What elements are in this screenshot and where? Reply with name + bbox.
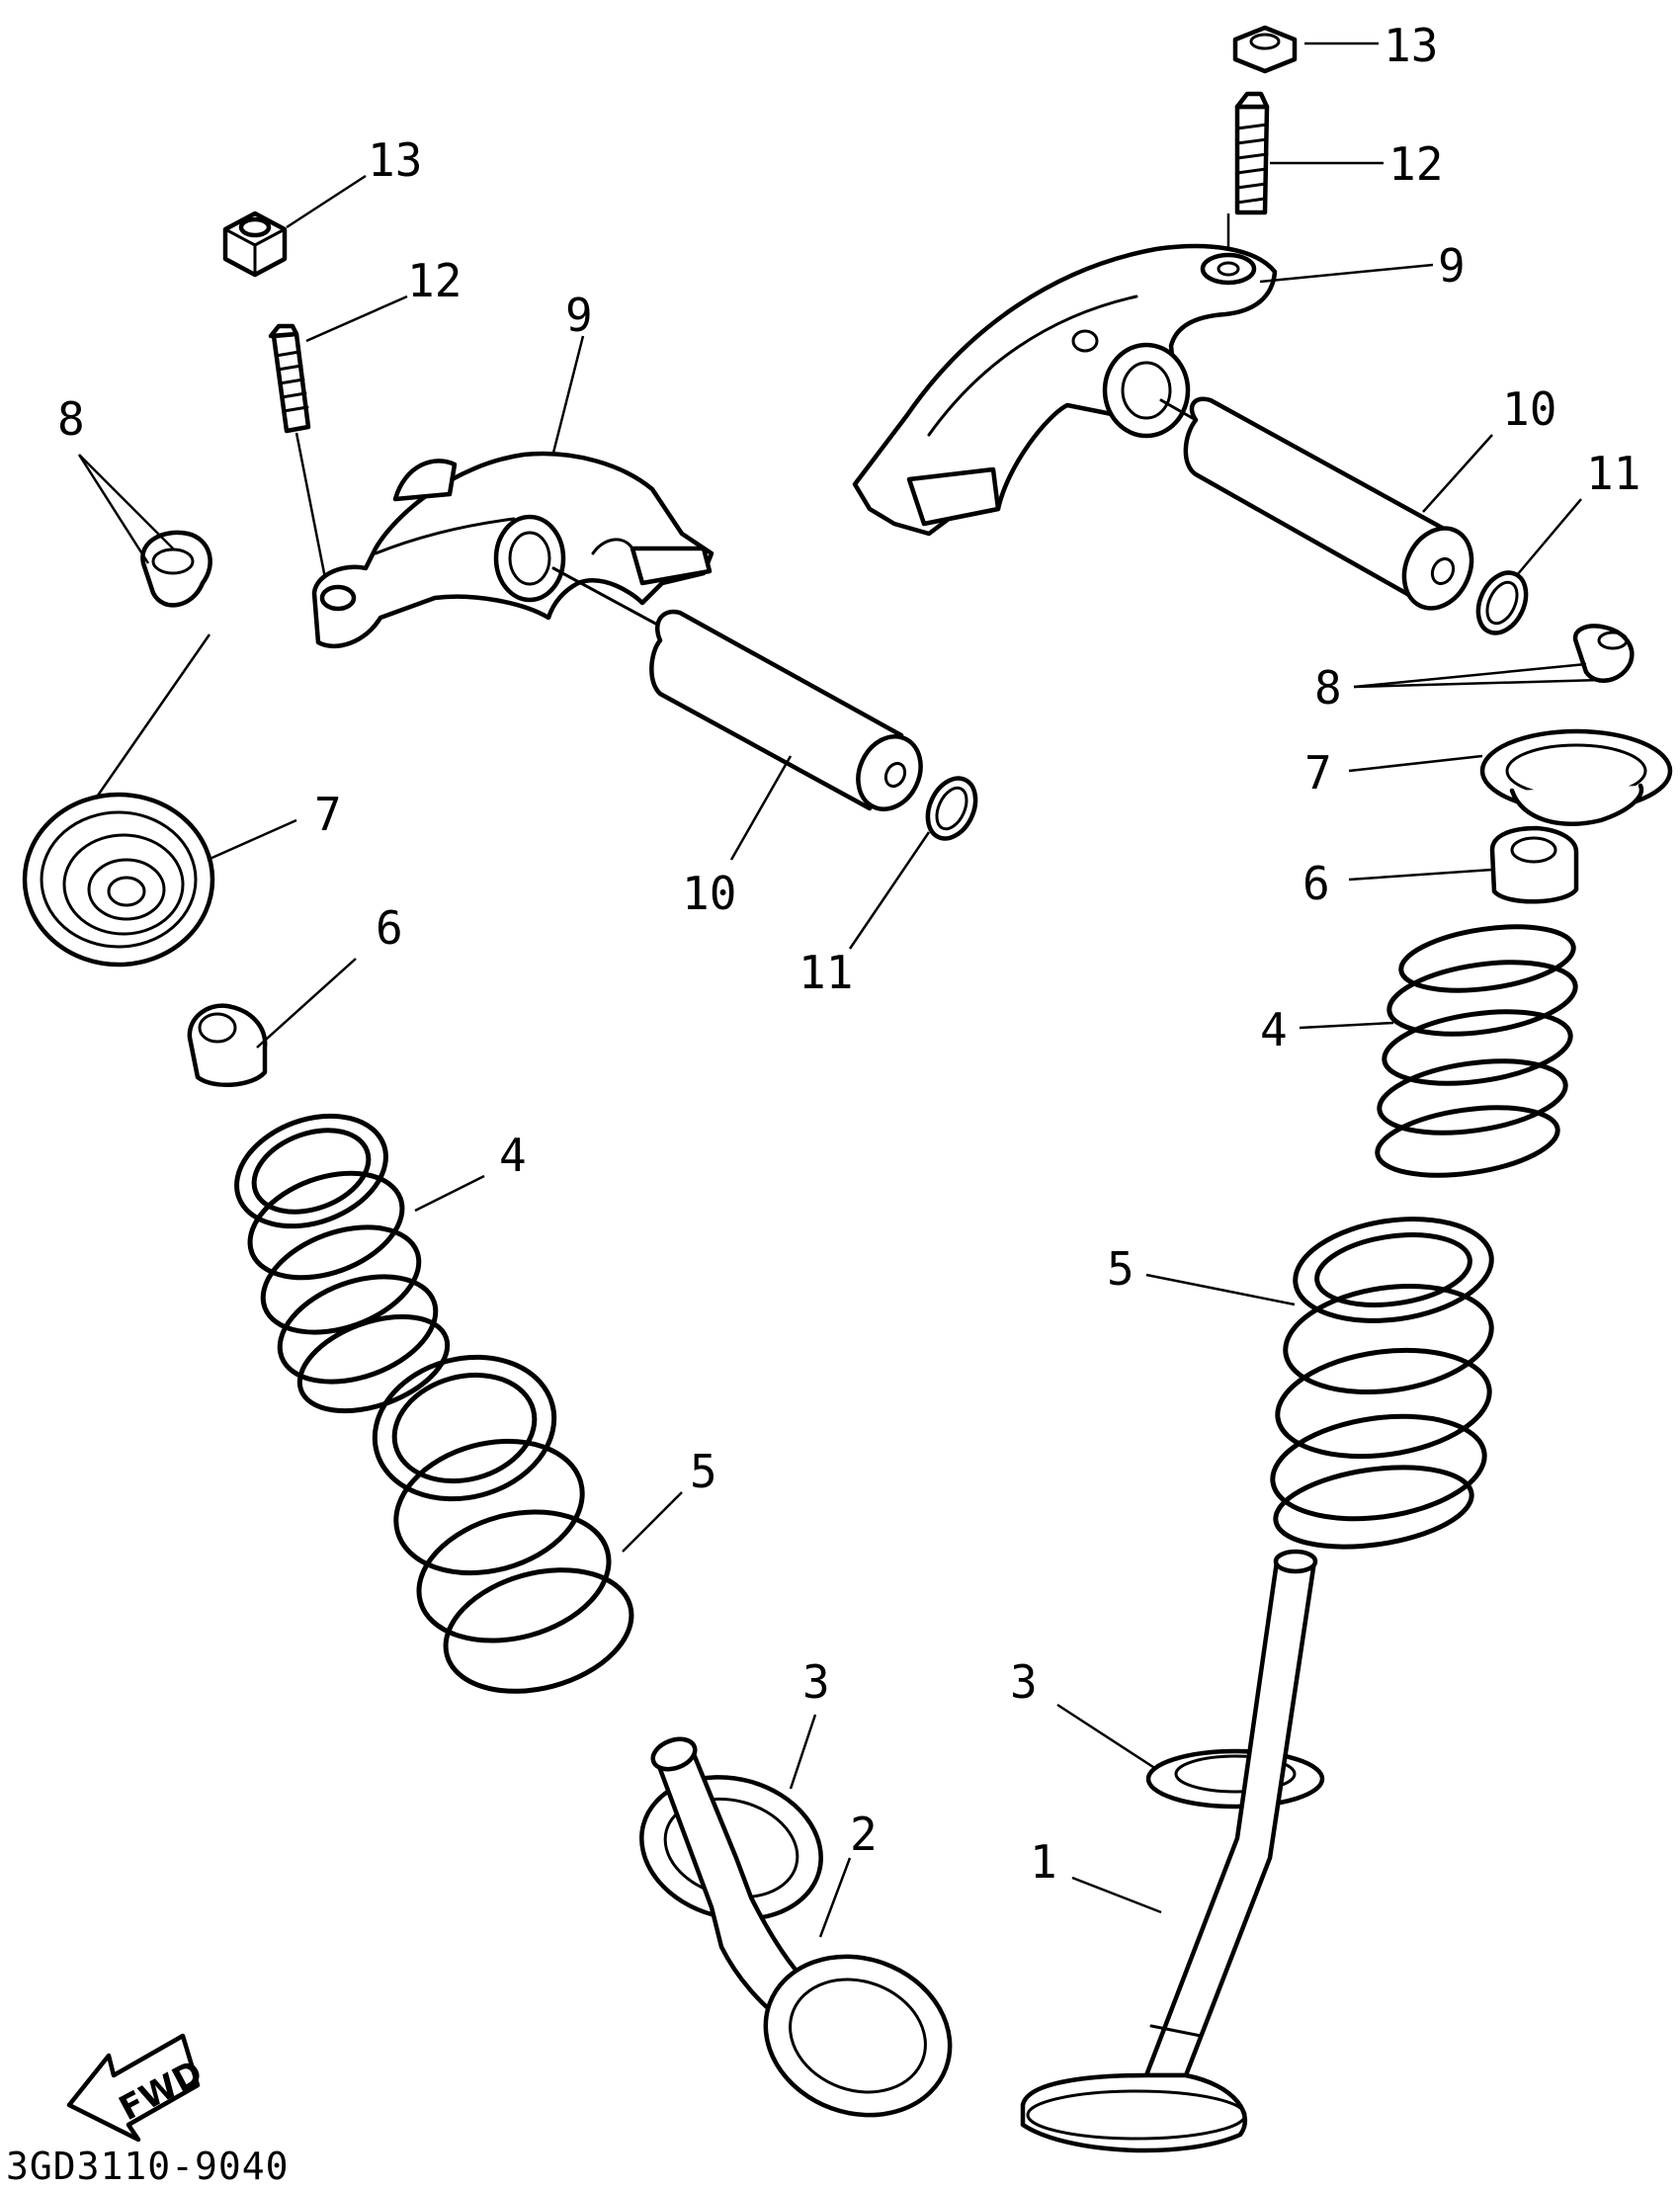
spring-retainer-left: [22, 792, 215, 968]
o-ring-left: [925, 776, 978, 841]
outer-spring-left: [372, 1354, 634, 1694]
callout-7-left: 7: [314, 788, 342, 841]
inner-spring-left: [234, 1113, 451, 1414]
adjusting-screw-left: [268, 323, 328, 584]
callout-12-right: 12: [1388, 137, 1443, 191]
valve-stem-seal-right: [1489, 825, 1579, 904]
spring-seat-right: [1145, 1748, 1325, 1810]
nut-left: [222, 210, 288, 278]
callout-8-left: 8: [57, 392, 85, 446]
intake-valve-large: [1020, 1549, 1318, 2153]
callout-9-right: 9: [1438, 239, 1466, 293]
exhaust-valve-small: [650, 1736, 953, 2118]
forward-direction-arrow: FWD: [66, 2033, 210, 2143]
adjusting-screw-right: [1226, 91, 1270, 259]
callout-4-right: 4: [1260, 1003, 1288, 1056]
valve-stem-seal-left: [187, 1003, 268, 1088]
callout-3-right: 3: [1010, 1655, 1038, 1709]
callout-11-left: 11: [798, 946, 853, 999]
callout-12-left: 12: [407, 254, 462, 307]
callout-3-left: 3: [802, 1655, 830, 1709]
callout-6-left: 6: [376, 901, 403, 955]
callout-11-right: 11: [1586, 447, 1640, 500]
callout-13-left: 13: [368, 133, 422, 187]
callout-5-right: 5: [1107, 1242, 1134, 1296]
outer-spring-right: [1270, 1217, 1494, 1550]
spring-retainer-right: [1479, 728, 1673, 826]
rocker-arm-left: [311, 451, 714, 648]
leader-lines: [77, 42, 1602, 1938]
nut-right: [1232, 25, 1298, 74]
callout-13-right: 13: [1384, 19, 1438, 72]
rocker-arm-right: [852, 243, 1278, 537]
callout-9-left: 9: [565, 289, 593, 342]
callout-5-left: 5: [690, 1445, 717, 1498]
valve-cotter-right: [1572, 624, 1635, 683]
diagram-code: 3GD3110-9040: [6, 2145, 290, 2188]
callout-7-right: 7: [1304, 746, 1332, 800]
callout-10-left: 10: [682, 867, 736, 920]
o-ring-right: [1475, 570, 1529, 635]
callout-6-right: 6: [1302, 857, 1330, 910]
valve-cotter-left: [82, 530, 212, 816]
inner-spring-right: [1375, 924, 1578, 1178]
callout-2: 2: [850, 1808, 878, 1861]
rocker-shaft-right: [1159, 396, 1474, 611]
callout-4-left: 4: [499, 1129, 527, 1182]
callout-10-right: 10: [1502, 382, 1556, 436]
callout-1: 1: [1030, 1835, 1057, 1889]
callout-8-right: 8: [1314, 661, 1342, 715]
rocker-shaft-left: [551, 566, 923, 811]
